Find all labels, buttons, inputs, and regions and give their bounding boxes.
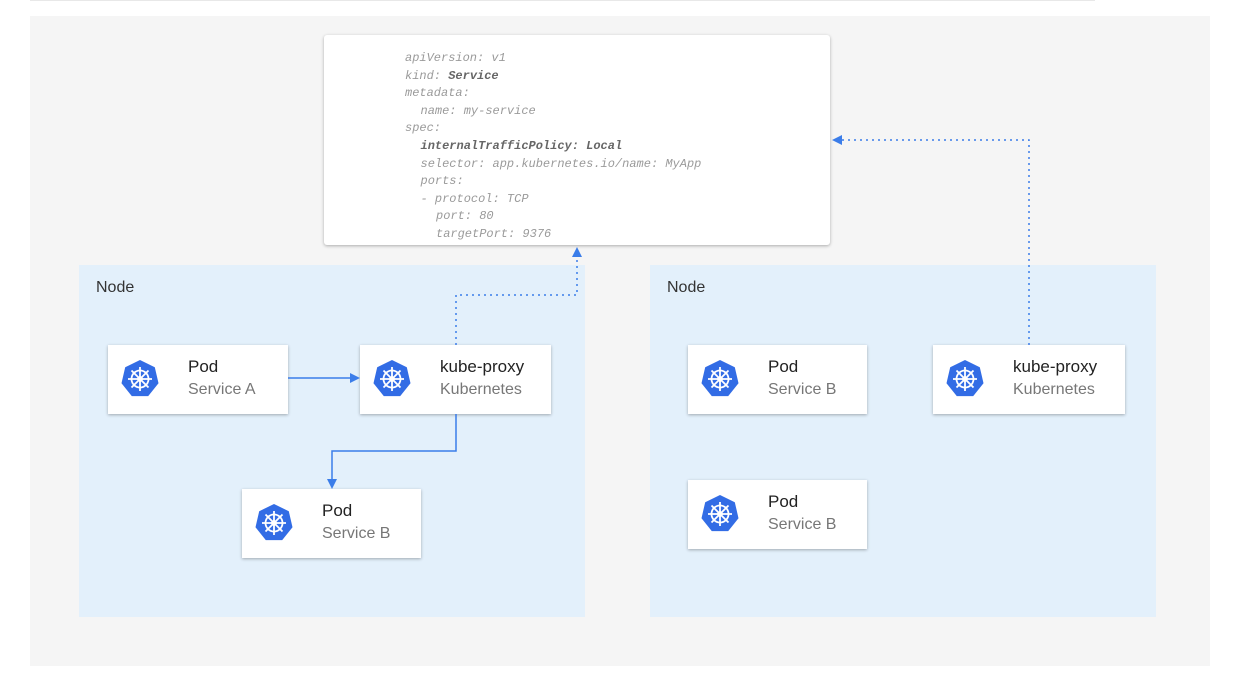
node-left: Node [79, 265, 585, 617]
yaml-value: 9376 [522, 227, 552, 241]
yaml-value: Local [586, 139, 623, 153]
yaml-line: spec: [405, 121, 441, 135]
divider [30, 0, 1095, 1]
yaml-line: ports: [421, 174, 464, 188]
node-label: Node [667, 279, 706, 296]
card-title: Pod [322, 501, 353, 520]
yaml-line: name: my-service [421, 104, 536, 118]
card-subtitle: Service B [322, 525, 391, 542]
yaml-value: 80 [479, 209, 494, 224]
card-subtitle: Service B [768, 381, 837, 398]
yaml-key: apiVersion: [405, 51, 492, 65]
yaml-key: spec: [405, 121, 442, 136]
card-subtitle: Kubernetes [1013, 381, 1095, 398]
yaml-line: metadata: [405, 86, 470, 100]
yaml-value: app.kubernetes.io/name: MyApp [492, 156, 702, 171]
card-title: Pod [768, 357, 799, 376]
node-label: Node [96, 279, 135, 296]
card-title: Pod [188, 357, 219, 376]
yaml-key: internalTrafficPolicy: [420, 139, 587, 153]
card-title: Pod [768, 492, 799, 511]
service-yaml-box: apiVersion: v1 kind: Service metadata: name… [324, 35, 830, 245]
yaml-key: targetPort: [436, 227, 523, 241]
card-title: kube-proxy [1013, 357, 1098, 376]
yaml-key: selector: [420, 156, 493, 171]
dotted-arrow-right-kubeproxy-to-service [832, 135, 1030, 345]
card-title: kube-proxy [440, 357, 525, 376]
yaml-key: kind: [405, 68, 449, 83]
yaml-key: ports: [420, 174, 464, 189]
yaml-value: my-service [463, 103, 536, 118]
yaml-key: port: [436, 209, 480, 224]
card-subtitle: Service A [188, 381, 256, 398]
yaml-key: metadata: [405, 86, 470, 101]
yaml-value: v1 [491, 51, 506, 65]
yaml-line: selector: app.kubernetes.io/name: MyApp [421, 157, 702, 171]
yaml-line: apiVersion: v1 [405, 51, 506, 65]
dotted-arrow-left-kubeproxy-to-service [455, 247, 582, 345]
yaml-line: targetPort: 9376 [436, 227, 551, 241]
arrow-kubeproxy-to-podB [327, 414, 457, 489]
yaml-line: kind: Service [405, 69, 499, 83]
yaml-key: - protocol: [420, 191, 507, 206]
yaml-key: name: [420, 103, 464, 118]
yaml-value: TCP [506, 191, 529, 206]
yaml-line: internalTrafficPolicy: Local [421, 139, 623, 153]
card-subtitle: Service B [768, 516, 837, 533]
card-subtitle: Kubernetes [440, 381, 522, 398]
yaml-value: Service [448, 68, 499, 83]
yaml-line: - protocol: TCP [421, 192, 529, 206]
node-right: Node [650, 265, 1156, 617]
yaml-line: port: 80 [436, 209, 494, 223]
